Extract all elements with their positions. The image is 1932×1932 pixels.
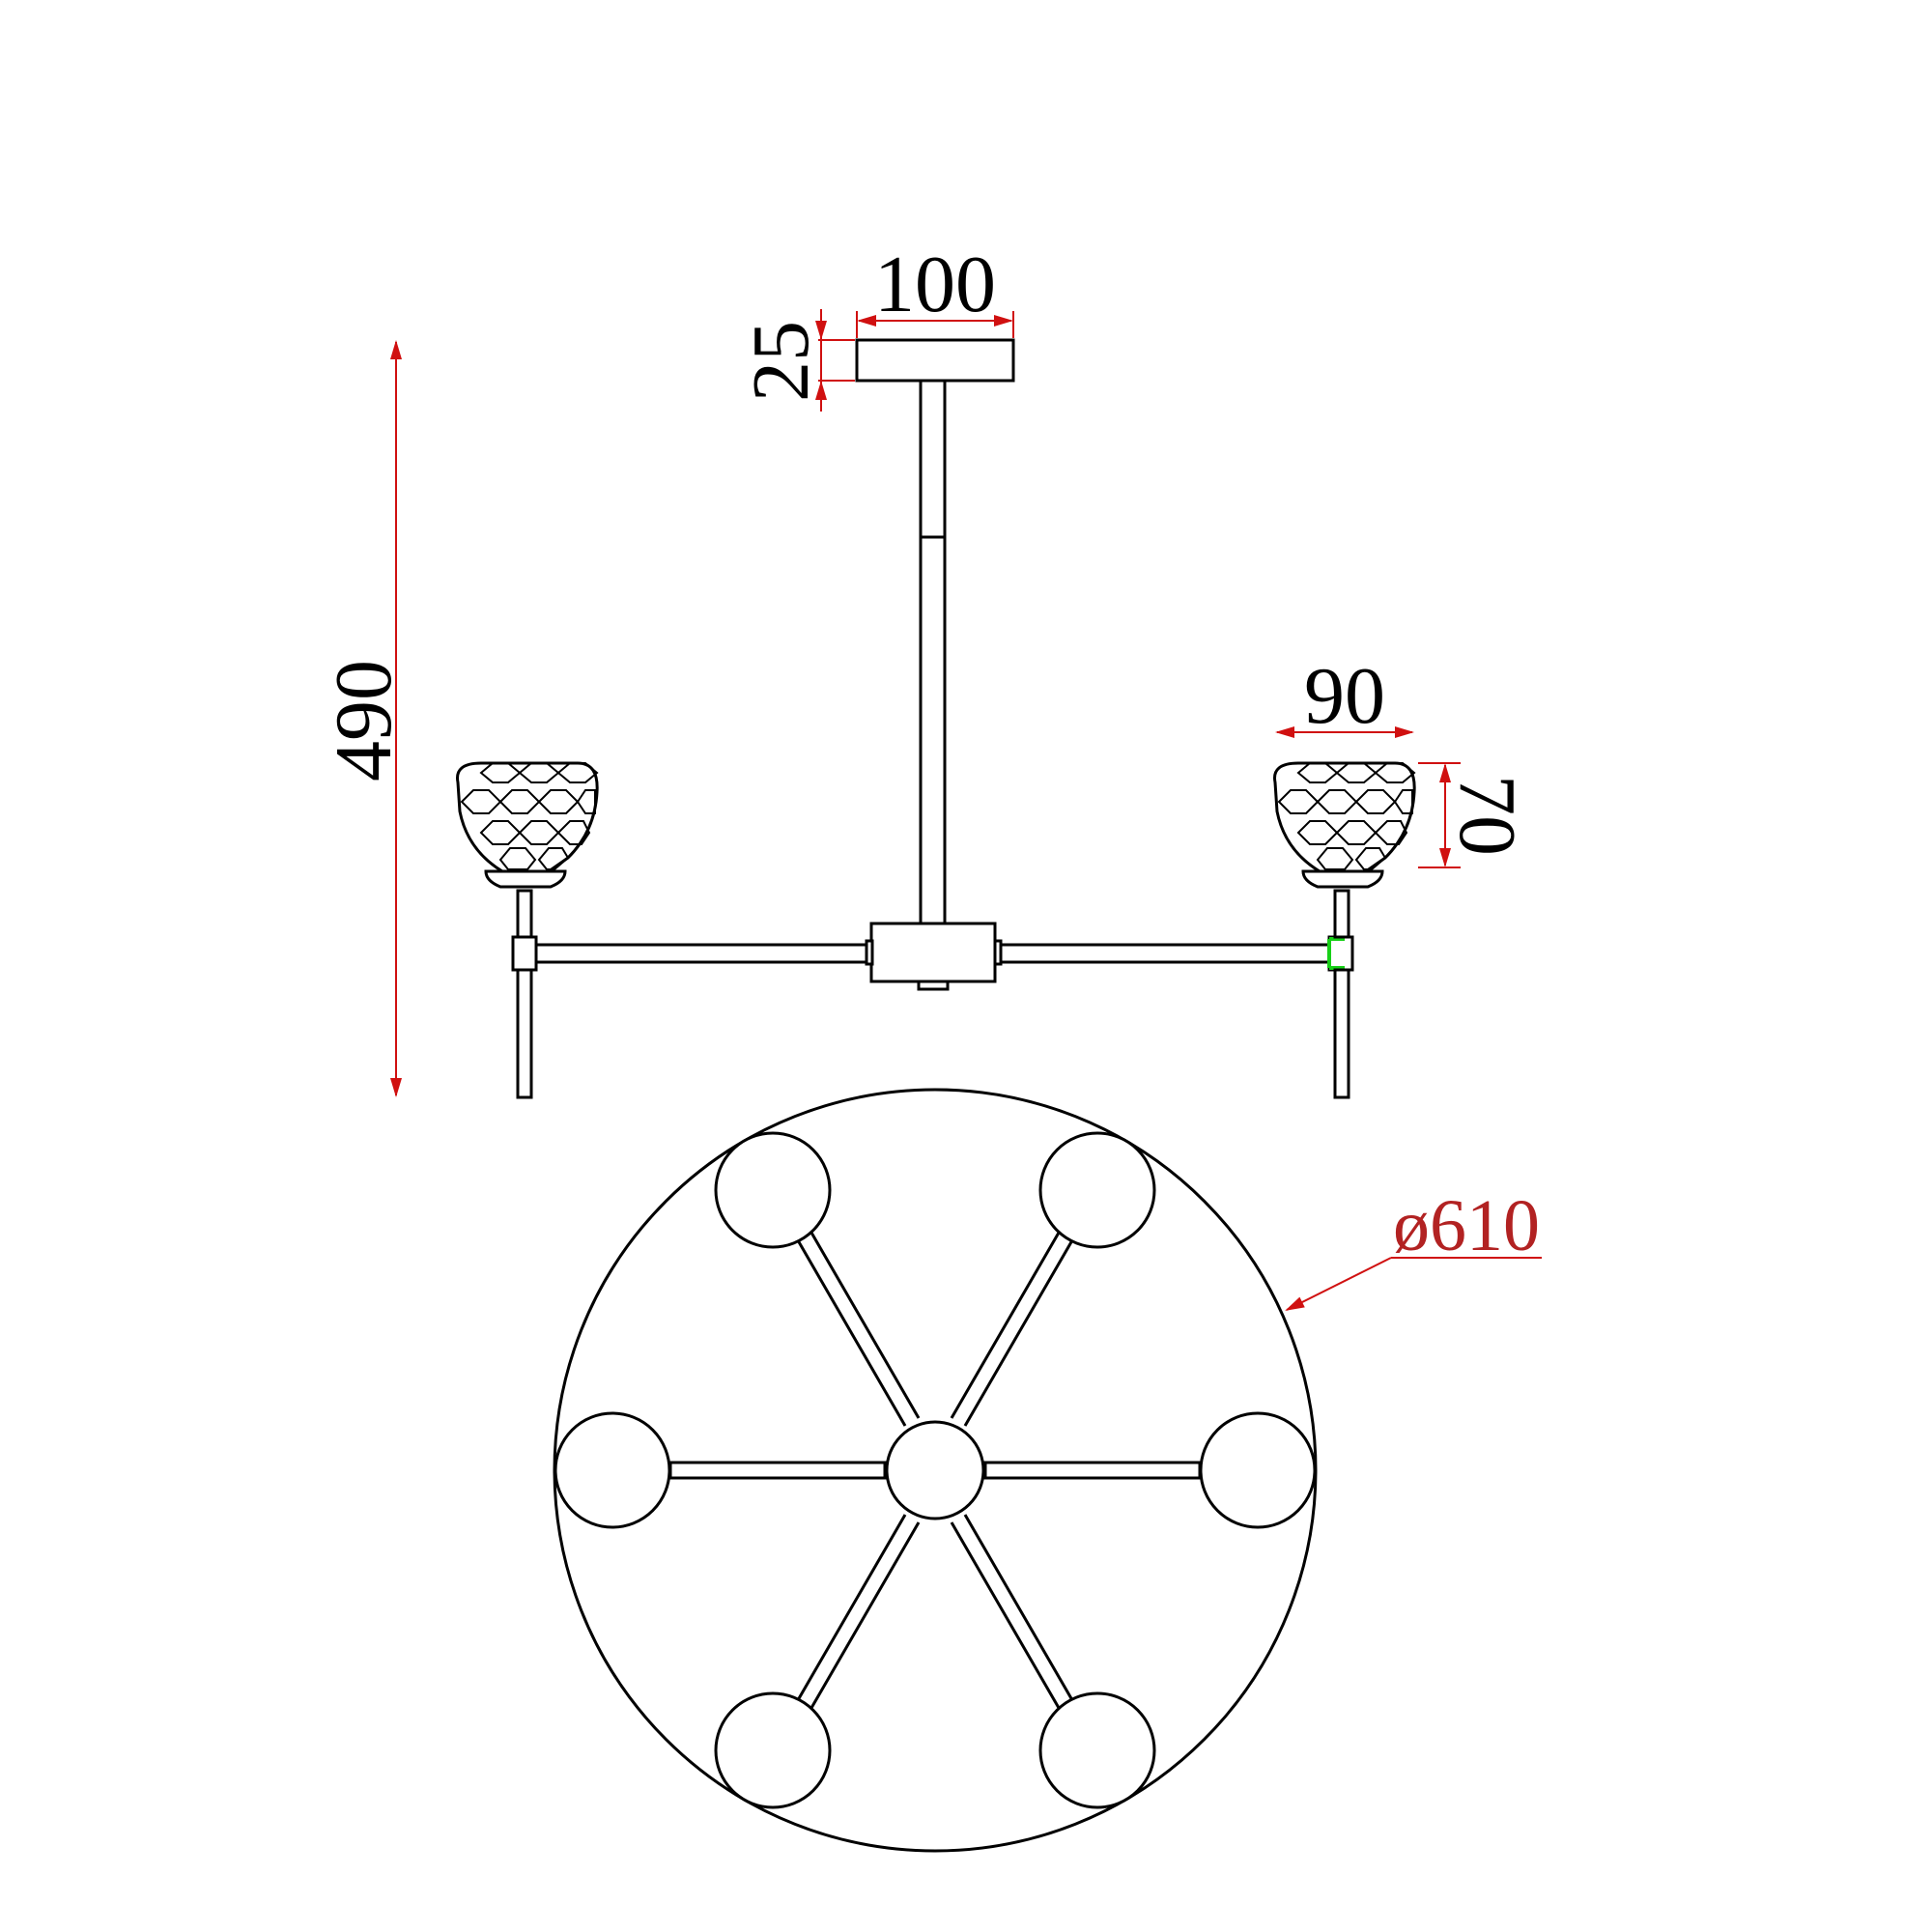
left-holder-upper xyxy=(516,889,533,939)
dim-total-height-label: 490 xyxy=(319,660,409,781)
left-glass-shade xyxy=(456,761,599,889)
dimension-total-height: 490 xyxy=(319,340,409,1097)
left-arm-joint xyxy=(511,935,538,972)
dimension-shade-width: 90 xyxy=(1275,651,1414,741)
stem-lower xyxy=(919,535,947,925)
center-hub xyxy=(869,922,997,983)
lamp-bottom-right xyxy=(1038,1691,1156,1809)
lamp-top-right xyxy=(1038,1131,1156,1249)
lamp-top-left xyxy=(714,1131,832,1249)
hub-bottom-cap xyxy=(917,980,950,991)
lamp-bottom-left xyxy=(714,1691,832,1809)
arm-right xyxy=(999,943,1331,964)
canopy xyxy=(855,338,1015,383)
dimension-canopy-height: 25 xyxy=(736,309,855,412)
top-view-arms xyxy=(796,1232,1074,1709)
lamp-mid-left xyxy=(554,1411,671,1529)
dim-canopy-height-label: 25 xyxy=(736,321,826,402)
top-view xyxy=(553,1088,1318,1853)
dim-diameter-label: ø610 xyxy=(1393,1185,1540,1266)
left-holder-lower xyxy=(516,968,533,1099)
side-view xyxy=(456,338,1416,1099)
arm-left xyxy=(534,943,868,964)
right-holder-lower xyxy=(1333,968,1350,1099)
right-arm-joint xyxy=(1327,935,1354,972)
right-glass-shade xyxy=(1273,761,1416,889)
dim-shade-height-label: 70 xyxy=(1442,775,1532,856)
right-holder-upper xyxy=(1333,889,1350,939)
dimension-shade-height: 70 xyxy=(1418,762,1532,868)
dimension-diameter: ø610 xyxy=(1285,1185,1542,1311)
dim-canopy-width-label: 100 xyxy=(874,240,996,329)
lamp-mid-right xyxy=(1199,1411,1317,1529)
dimension-canopy-width: 100 xyxy=(856,240,1014,338)
top-view-hub xyxy=(885,1420,985,1520)
stem-upper xyxy=(919,379,947,539)
dim-shade-width-label: 90 xyxy=(1304,651,1385,741)
